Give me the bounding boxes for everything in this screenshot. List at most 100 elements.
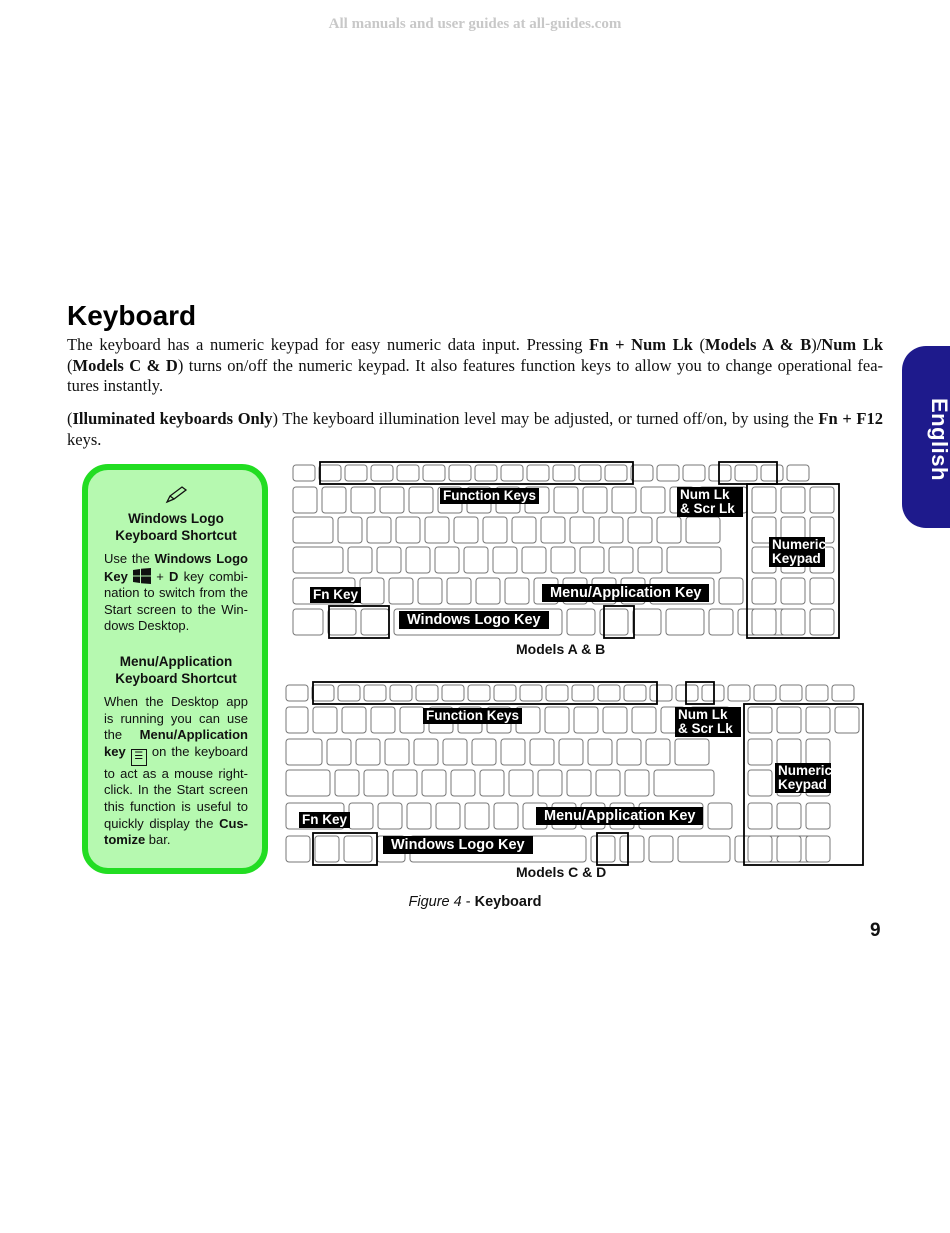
ab-sp-key xyxy=(292,608,324,636)
cd-a-key xyxy=(479,769,505,797)
section-title: Keyboard xyxy=(67,300,197,331)
cd-caption: Models C & D xyxy=(516,864,607,880)
ab-num-key xyxy=(379,486,405,514)
cd-menu-key-frame xyxy=(596,832,629,866)
cd-a-key xyxy=(421,769,447,797)
ab-z-key xyxy=(388,577,414,605)
cd-num-key xyxy=(370,706,396,734)
cd-a-key xyxy=(392,769,418,797)
cd-np4-key xyxy=(805,802,831,830)
cd-fn-key xyxy=(779,684,803,702)
ab-a-key xyxy=(550,546,576,574)
cd-fn-key xyxy=(571,684,595,702)
ab-a-key xyxy=(608,546,634,574)
cd-num-key xyxy=(602,706,628,734)
ab-q-key xyxy=(511,516,537,544)
ab-fn-key xyxy=(292,464,316,482)
cd-sp-key xyxy=(648,835,674,863)
keyboard-cd-drawing xyxy=(285,681,864,866)
windows-logo-icon xyxy=(133,567,152,584)
ab-num-key xyxy=(350,486,376,514)
cd-q-key xyxy=(285,738,323,766)
ab-numeric-keypad-frame xyxy=(746,483,840,639)
ab-z-key xyxy=(475,577,501,605)
cd-np1-key xyxy=(776,706,802,734)
cd-fn-key xyxy=(597,684,621,702)
ab-a-key xyxy=(637,546,663,574)
ab-windows-key-label: Windows Logo Key xyxy=(399,611,549,629)
cd-q-key xyxy=(355,738,381,766)
ab-q-key xyxy=(395,516,421,544)
cd-fn-key xyxy=(467,684,491,702)
ab-np5-key xyxy=(780,608,806,636)
ab-np1-key xyxy=(809,486,835,514)
cd-a-key xyxy=(363,769,389,797)
ab-fn-key xyxy=(578,464,602,482)
ab-a-key xyxy=(666,546,722,574)
cd-np2-key xyxy=(805,738,831,766)
cd-num-key xyxy=(631,706,657,734)
cd-q-key xyxy=(413,738,439,766)
cd-q-key xyxy=(471,738,497,766)
cd-a-key xyxy=(566,769,592,797)
ab-q-key xyxy=(685,516,721,544)
ab-z-key xyxy=(504,577,530,605)
ab-sp-key xyxy=(708,608,734,636)
cd-fn-key xyxy=(441,684,465,702)
ab-a-key xyxy=(521,546,547,574)
cd-fn-key xyxy=(519,684,543,702)
cd-np3-key xyxy=(747,769,773,797)
ab-numlk-label: Num Lk & Scr Lk xyxy=(677,487,743,517)
ab-fn-key xyxy=(630,464,654,482)
illumination-paragraph: (Illuminated keyboards Only) The keyboar… xyxy=(67,409,883,449)
ab-np1-key xyxy=(751,486,777,514)
ab-fn-key xyxy=(604,464,628,482)
cd-q-key xyxy=(674,738,710,766)
cd-sp-key xyxy=(677,835,731,863)
pencil-icon xyxy=(104,484,248,508)
ab-menu-key-label: Menu/Application Key xyxy=(542,584,710,602)
ab-np4-key xyxy=(780,577,806,605)
cd-np2-key xyxy=(747,738,773,766)
cd-numeric-keypad-frame xyxy=(743,703,864,866)
cd-fn-key xyxy=(805,684,829,702)
cd-z-key xyxy=(377,802,403,830)
ab-a-key xyxy=(376,546,402,574)
ab-np5-key xyxy=(751,608,777,636)
cd-fn-key xyxy=(545,684,569,702)
cd-z-key xyxy=(435,802,461,830)
figure-caption: Figure 4 - Keyboard xyxy=(408,894,542,910)
ab-fn-key xyxy=(682,464,706,482)
ab-q-key xyxy=(453,516,479,544)
cd-z-key xyxy=(406,802,432,830)
cd-fn-key xyxy=(675,684,699,702)
ab-a-key xyxy=(405,546,431,574)
keyboard-models-ab: Function Keys Num Lk & Scr Lk Numeric Ke… xyxy=(292,461,840,657)
ab-z-key xyxy=(446,577,472,605)
cd-q-key xyxy=(529,738,555,766)
cd-np1-key xyxy=(747,706,773,734)
cd-fn-key xyxy=(493,684,517,702)
ab-windows-key-frame xyxy=(328,605,390,639)
keyboard-ab-drawing xyxy=(292,461,840,639)
cd-np2-key xyxy=(776,738,802,766)
cd-fn-key xyxy=(649,684,673,702)
cd-a-key xyxy=(537,769,563,797)
ab-function-keys-frame xyxy=(319,461,634,485)
ab-q-key xyxy=(292,516,334,544)
page-number: 9 xyxy=(870,920,881,941)
language-tab-label: English xyxy=(927,398,950,481)
ab-fn-key xyxy=(318,464,342,482)
cd-windows-key-label: Windows Logo Key xyxy=(383,836,533,854)
cd-q-key xyxy=(587,738,613,766)
cd-function-keys-label: Function Keys xyxy=(423,708,523,724)
ab-fn-key xyxy=(370,464,394,482)
ab-q-key xyxy=(337,516,363,544)
cd-fn-key xyxy=(831,684,855,702)
ab-fn-key xyxy=(396,464,420,482)
cd-num-key xyxy=(544,706,570,734)
ab-num-key xyxy=(611,486,637,514)
language-tab[interactable]: English xyxy=(902,346,950,528)
cd-sp-key xyxy=(285,835,311,863)
ab-fn-key xyxy=(526,464,550,482)
